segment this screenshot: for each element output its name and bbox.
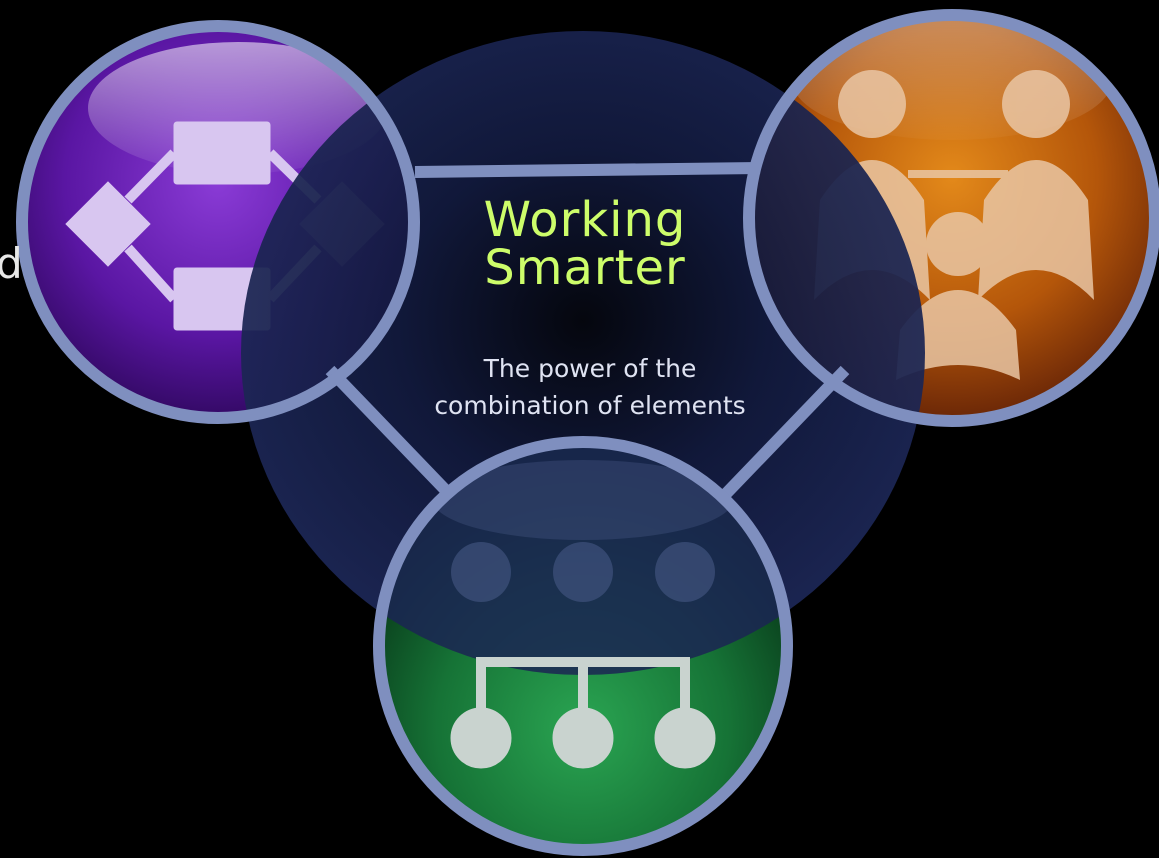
ring-outlines — [16, 9, 1159, 856]
center-title: Working Smarter — [420, 196, 750, 292]
people-collaboration-icon — [749, 15, 1155, 421]
subtitle-line-1: The power of the — [483, 354, 697, 383]
subtitle-line-2: combination of elements — [434, 391, 746, 420]
title-line-1: Working — [483, 192, 687, 248]
title-line-2: Smarter — [484, 240, 686, 296]
center-subtitle: The power of the combination of elements — [380, 350, 800, 424]
edge-text-fragment-1: d — [0, 239, 23, 288]
